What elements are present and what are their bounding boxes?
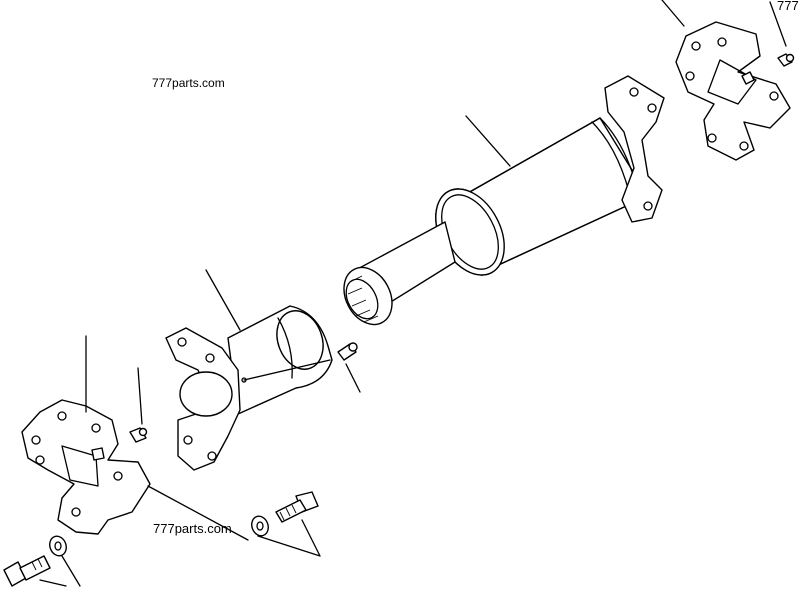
leader-line-yoke-hole [244,360,330,380]
bolt-left [4,556,50,586]
slip-yoke [166,304,332,470]
leader-line-grease-center [346,364,360,392]
leader-line-slip-yoke [206,270,240,330]
washer-left [47,534,69,558]
universal-joint-cross-lower [22,400,150,534]
leader-line-ujoint-upper [662,0,684,26]
leader-line-grease-lower [138,368,142,424]
washer-right [249,514,271,538]
grease-fitting-upper [778,54,794,66]
grease-fitting-lower [130,428,147,442]
leader-lines-hardware-right [148,486,320,556]
driveshaft-tube [334,76,664,333]
bolt-right [276,492,318,522]
universal-joint-cross-upper [676,22,790,160]
watermark-bottom: 777parts.com [153,521,232,536]
leader-line-grease-upper [770,2,786,46]
leader-lines-hardware-left [40,556,80,586]
watermark-corner: 777 [777,0,799,13]
grease-fitting-center [338,343,357,360]
leader-line-tube [466,116,510,166]
watermark-top: 777parts.com [152,76,225,90]
